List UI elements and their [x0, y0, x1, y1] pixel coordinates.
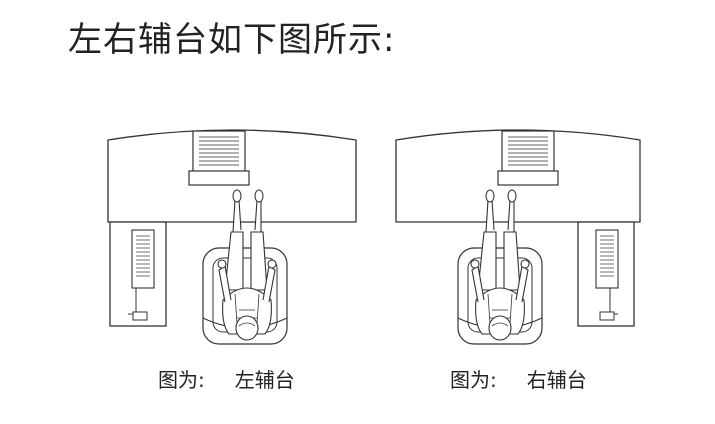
- caption-prefix: 图为:: [450, 368, 497, 392]
- computer-tower-icon: [131, 229, 155, 289]
- computer-tower-icon: [595, 229, 619, 289]
- caption-right: 图为: 右辅台: [450, 366, 587, 394]
- monitor-icon: [497, 130, 559, 186]
- monitor-icon: [188, 130, 250, 186]
- right-workstation-diagram: [395, 129, 641, 345]
- page-title: 左右辅台如下图所示:: [68, 20, 396, 60]
- caption-value: 左辅台: [234, 368, 295, 392]
- caption-prefix: 图为:: [158, 368, 205, 392]
- caption-left: 图为: 左辅台: [158, 366, 295, 394]
- caption-value: 右辅台: [526, 368, 587, 392]
- left-workstation-diagram: [107, 129, 357, 345]
